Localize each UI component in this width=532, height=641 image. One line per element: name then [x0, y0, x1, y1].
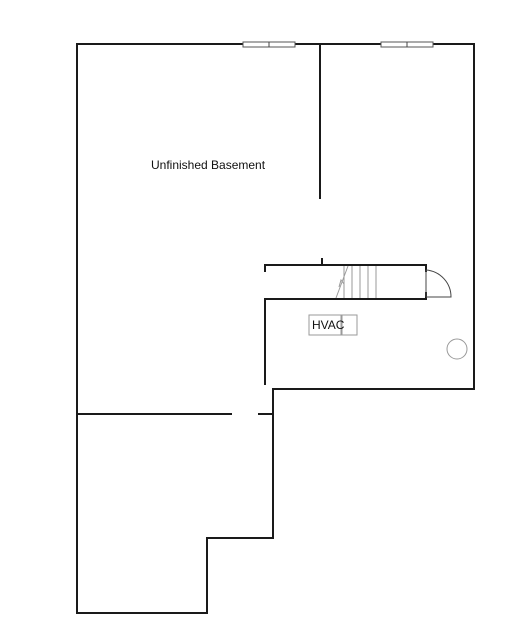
- water-heater-icon: [446, 338, 468, 360]
- exterior-wall: [76, 43, 475, 614]
- stair-door-swing: [425, 269, 452, 298]
- hvac-label: HVAC: [312, 318, 345, 332]
- window-right: [380, 41, 434, 48]
- window-left: [242, 41, 296, 48]
- stair-treads: [335, 265, 377, 299]
- hvac-unit: [308, 314, 358, 336]
- stair-enclosure: [264, 258, 427, 385]
- room-label-unfinished-basement: Unfinished Basement: [151, 158, 266, 172]
